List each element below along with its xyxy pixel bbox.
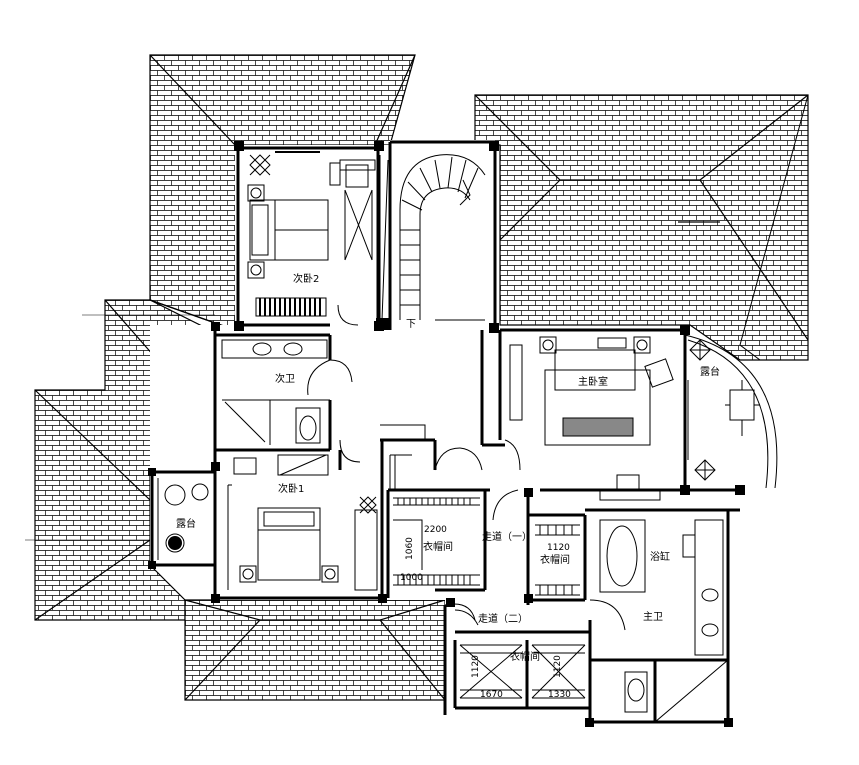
dim-closet3-left-width: 1670 xyxy=(480,690,503,700)
closet3: 1120 1120 1670 1330 衣帽间 xyxy=(459,644,586,700)
corridor2: 走道（二） xyxy=(454,609,528,626)
closet2: 1120 衣帽间 xyxy=(535,524,580,596)
corridor1: 走道（一） xyxy=(482,489,532,543)
master-bedroom-furniture: 主卧室 xyxy=(504,336,674,501)
room-label-terrace-right: 露台 xyxy=(700,365,720,378)
walls xyxy=(150,140,778,724)
doors xyxy=(25,304,483,621)
dim-closet3-right-width: 1330 xyxy=(548,690,571,700)
dim-closet1-bottom: 1000 xyxy=(400,573,423,583)
master-bath-fixtures: 浴缸 主卫 xyxy=(589,519,729,724)
roof-bottom-ridge xyxy=(184,599,446,701)
room-label-guest-bath: 次卫 xyxy=(275,372,295,385)
bedroom2-furniture: 次卧2 xyxy=(247,151,376,317)
guest-bath-fixtures: 次卫 xyxy=(221,339,331,445)
closet1: 2200 1060 1000 衣帽间 xyxy=(393,497,480,586)
room-label-master-bath: 主卫 xyxy=(643,611,663,623)
roof-bottom xyxy=(184,599,446,701)
dim-closet1-depth: 1060 xyxy=(405,537,415,560)
room-label-bathtub: 浴缸 xyxy=(650,550,670,563)
room-label-terrace-left: 露台 xyxy=(176,517,196,530)
room-label-master-bedroom: 主卧室 xyxy=(578,375,608,388)
room-label-bedroom1: 次卧1 xyxy=(278,482,304,495)
room-label-closet3: 衣帽间 xyxy=(510,650,540,663)
stair-down-label: 下 xyxy=(406,319,416,330)
left-terrace: 露台 xyxy=(157,478,209,560)
interior-footprint xyxy=(150,140,771,722)
staircase: 下 xyxy=(376,154,486,330)
dim-closet2-width: 1120 xyxy=(547,543,570,553)
bedroom1-furniture: 次卧1 xyxy=(227,454,378,591)
room-label-bedroom2: 次卧2 xyxy=(293,272,319,285)
columns xyxy=(148,141,745,727)
room-label-corridor2: 走道（二） xyxy=(478,612,528,625)
roof-right-small xyxy=(739,94,809,361)
room-label-closet2: 衣帽间 xyxy=(540,553,570,566)
right-terrace: 露台 xyxy=(687,339,760,481)
dim-closet3-left-depth: 1120 xyxy=(471,655,481,678)
room-label-closet1: 衣帽间 xyxy=(423,540,453,553)
room-label-corridor1: 走道（一） xyxy=(482,530,532,543)
dim-closet3-right-depth: 1120 xyxy=(553,655,563,678)
roof-top-right-ridge xyxy=(474,94,809,341)
dim-closet1-width: 2200 xyxy=(424,525,447,535)
